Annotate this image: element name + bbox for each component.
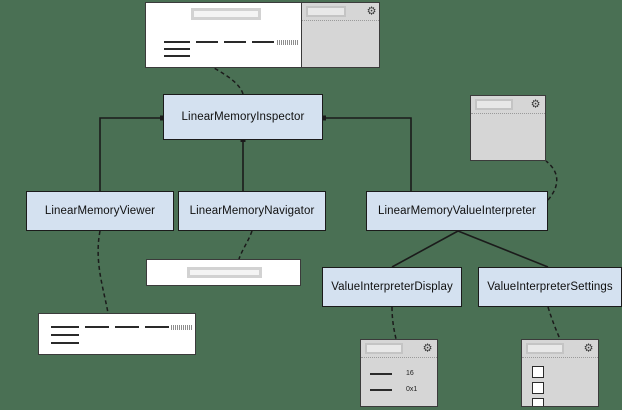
node-value-interpreter-settings[interactable]: ValueInterpreterSettings	[478, 267, 622, 307]
connector-interpreter-to-settings	[457, 230, 549, 268]
mockup-type-rule	[370, 372, 392, 375]
mockup-byte-group	[145, 326, 169, 328]
mockup-value-row: 16	[370, 370, 414, 377]
mockup-toolbar: ⚙	[471, 96, 545, 114]
linear-memory-navigator-mockup	[146, 259, 301, 286]
dashed-ref-settings-mockup	[547, 306, 561, 340]
node-label: LinearMemoryNavigator	[189, 205, 315, 217]
gear-icon[interactable]: ⚙	[366, 5, 377, 17]
node-linear-memory-value-interpreter[interactable]: LinearMemoryValueInterpreter	[366, 191, 548, 231]
mockup-body: 16 0x1	[361, 358, 437, 406]
node-linear-memory-inspector[interactable]: LinearMemoryInspector	[163, 94, 323, 140]
mockup-input[interactable]	[475, 99, 513, 110]
mockup-checkbox[interactable]	[532, 382, 544, 394]
node-label: LinearMemoryInspector	[181, 111, 305, 123]
value-interpreter-settings-mockup: ⚙	[521, 339, 599, 407]
mockup-row-rule	[51, 326, 79, 328]
node-linear-memory-navigator[interactable]: LinearMemoryNavigator	[178, 191, 326, 231]
mockup-value-row: 0x1	[370, 386, 417, 393]
value-interpreter-display-mockup: ⚙ 16 0x1	[360, 339, 438, 407]
linear-memory-inspector-mockup: ⚙	[145, 2, 380, 68]
dashed-ref-viewer-mockup	[97, 230, 109, 314]
dashed-ref-display-mockup	[391, 306, 397, 340]
mockup-value: 0x1	[406, 386, 418, 393]
mockup-toolbar: ⚙	[522, 340, 598, 358]
dashed-ref-navigator-mockup	[238, 230, 253, 260]
mockup-row-rule	[51, 342, 79, 344]
mockup-byte-group	[224, 41, 246, 43]
connector-inspector-to-value-interpreter	[321, 115, 412, 191]
mockup-byte-group	[85, 326, 109, 328]
mockup-body	[522, 358, 598, 406]
mockup-type-rule	[370, 388, 392, 391]
gear-icon[interactable]: ⚙	[583, 342, 594, 354]
mockup-body	[471, 114, 545, 160]
mockup-row-rule	[164, 41, 190, 43]
mockup-interpreter-panel: ⚙	[301, 3, 379, 67]
mockup-navigator-input[interactable]	[187, 267, 262, 278]
mockup-checkbox[interactable]	[532, 398, 544, 406]
mockup-byte-group	[252, 41, 274, 43]
node-label: LinearMemoryViewer	[44, 205, 156, 217]
node-label: ValueInterpreterSettings	[487, 281, 613, 293]
mockup-value: 16	[406, 370, 414, 377]
mockup-row-rule	[164, 48, 190, 50]
mockup-panel-toolbar: ⚙	[302, 3, 379, 21]
mockup-checkbox[interactable]	[532, 366, 544, 378]
mockup-ascii-column	[171, 325, 193, 330]
mockup-byte-group	[196, 41, 218, 43]
node-value-interpreter-display[interactable]: ValueInterpreterDisplay	[322, 267, 462, 307]
mockup-memory-area	[146, 3, 301, 67]
mockup-input[interactable]	[526, 343, 564, 354]
mockup-row-rule	[51, 334, 79, 336]
dashed-ref-inspector-mockup	[213, 67, 244, 95]
mockup-toolbar: ⚙	[361, 340, 437, 358]
node-linear-memory-viewer[interactable]: LinearMemoryViewer	[26, 191, 174, 231]
node-label: ValueInterpreterDisplay	[331, 281, 453, 293]
gear-icon[interactable]: ⚙	[530, 98, 541, 110]
linear-memory-viewer-mockup	[38, 313, 196, 355]
value-interpreter-panel-mockup: ⚙	[470, 95, 546, 161]
connector-inspector-to-navigator	[240, 137, 246, 191]
connector-interpreter-to-display	[391, 230, 459, 268]
mockup-panel-input[interactable]	[306, 6, 346, 17]
mockup-panel-body	[302, 21, 379, 67]
connector-inspector-to-viewer	[99, 115, 165, 191]
mockup-input[interactable]	[365, 343, 403, 354]
mockup-address-input[interactable]	[191, 8, 261, 20]
mockup-byte-group	[115, 326, 139, 328]
gear-icon[interactable]: ⚙	[422, 342, 433, 354]
mockup-ascii-column	[277, 40, 299, 45]
mockup-row-rule	[164, 55, 190, 57]
node-label: LinearMemoryValueInterpreter	[378, 205, 536, 217]
